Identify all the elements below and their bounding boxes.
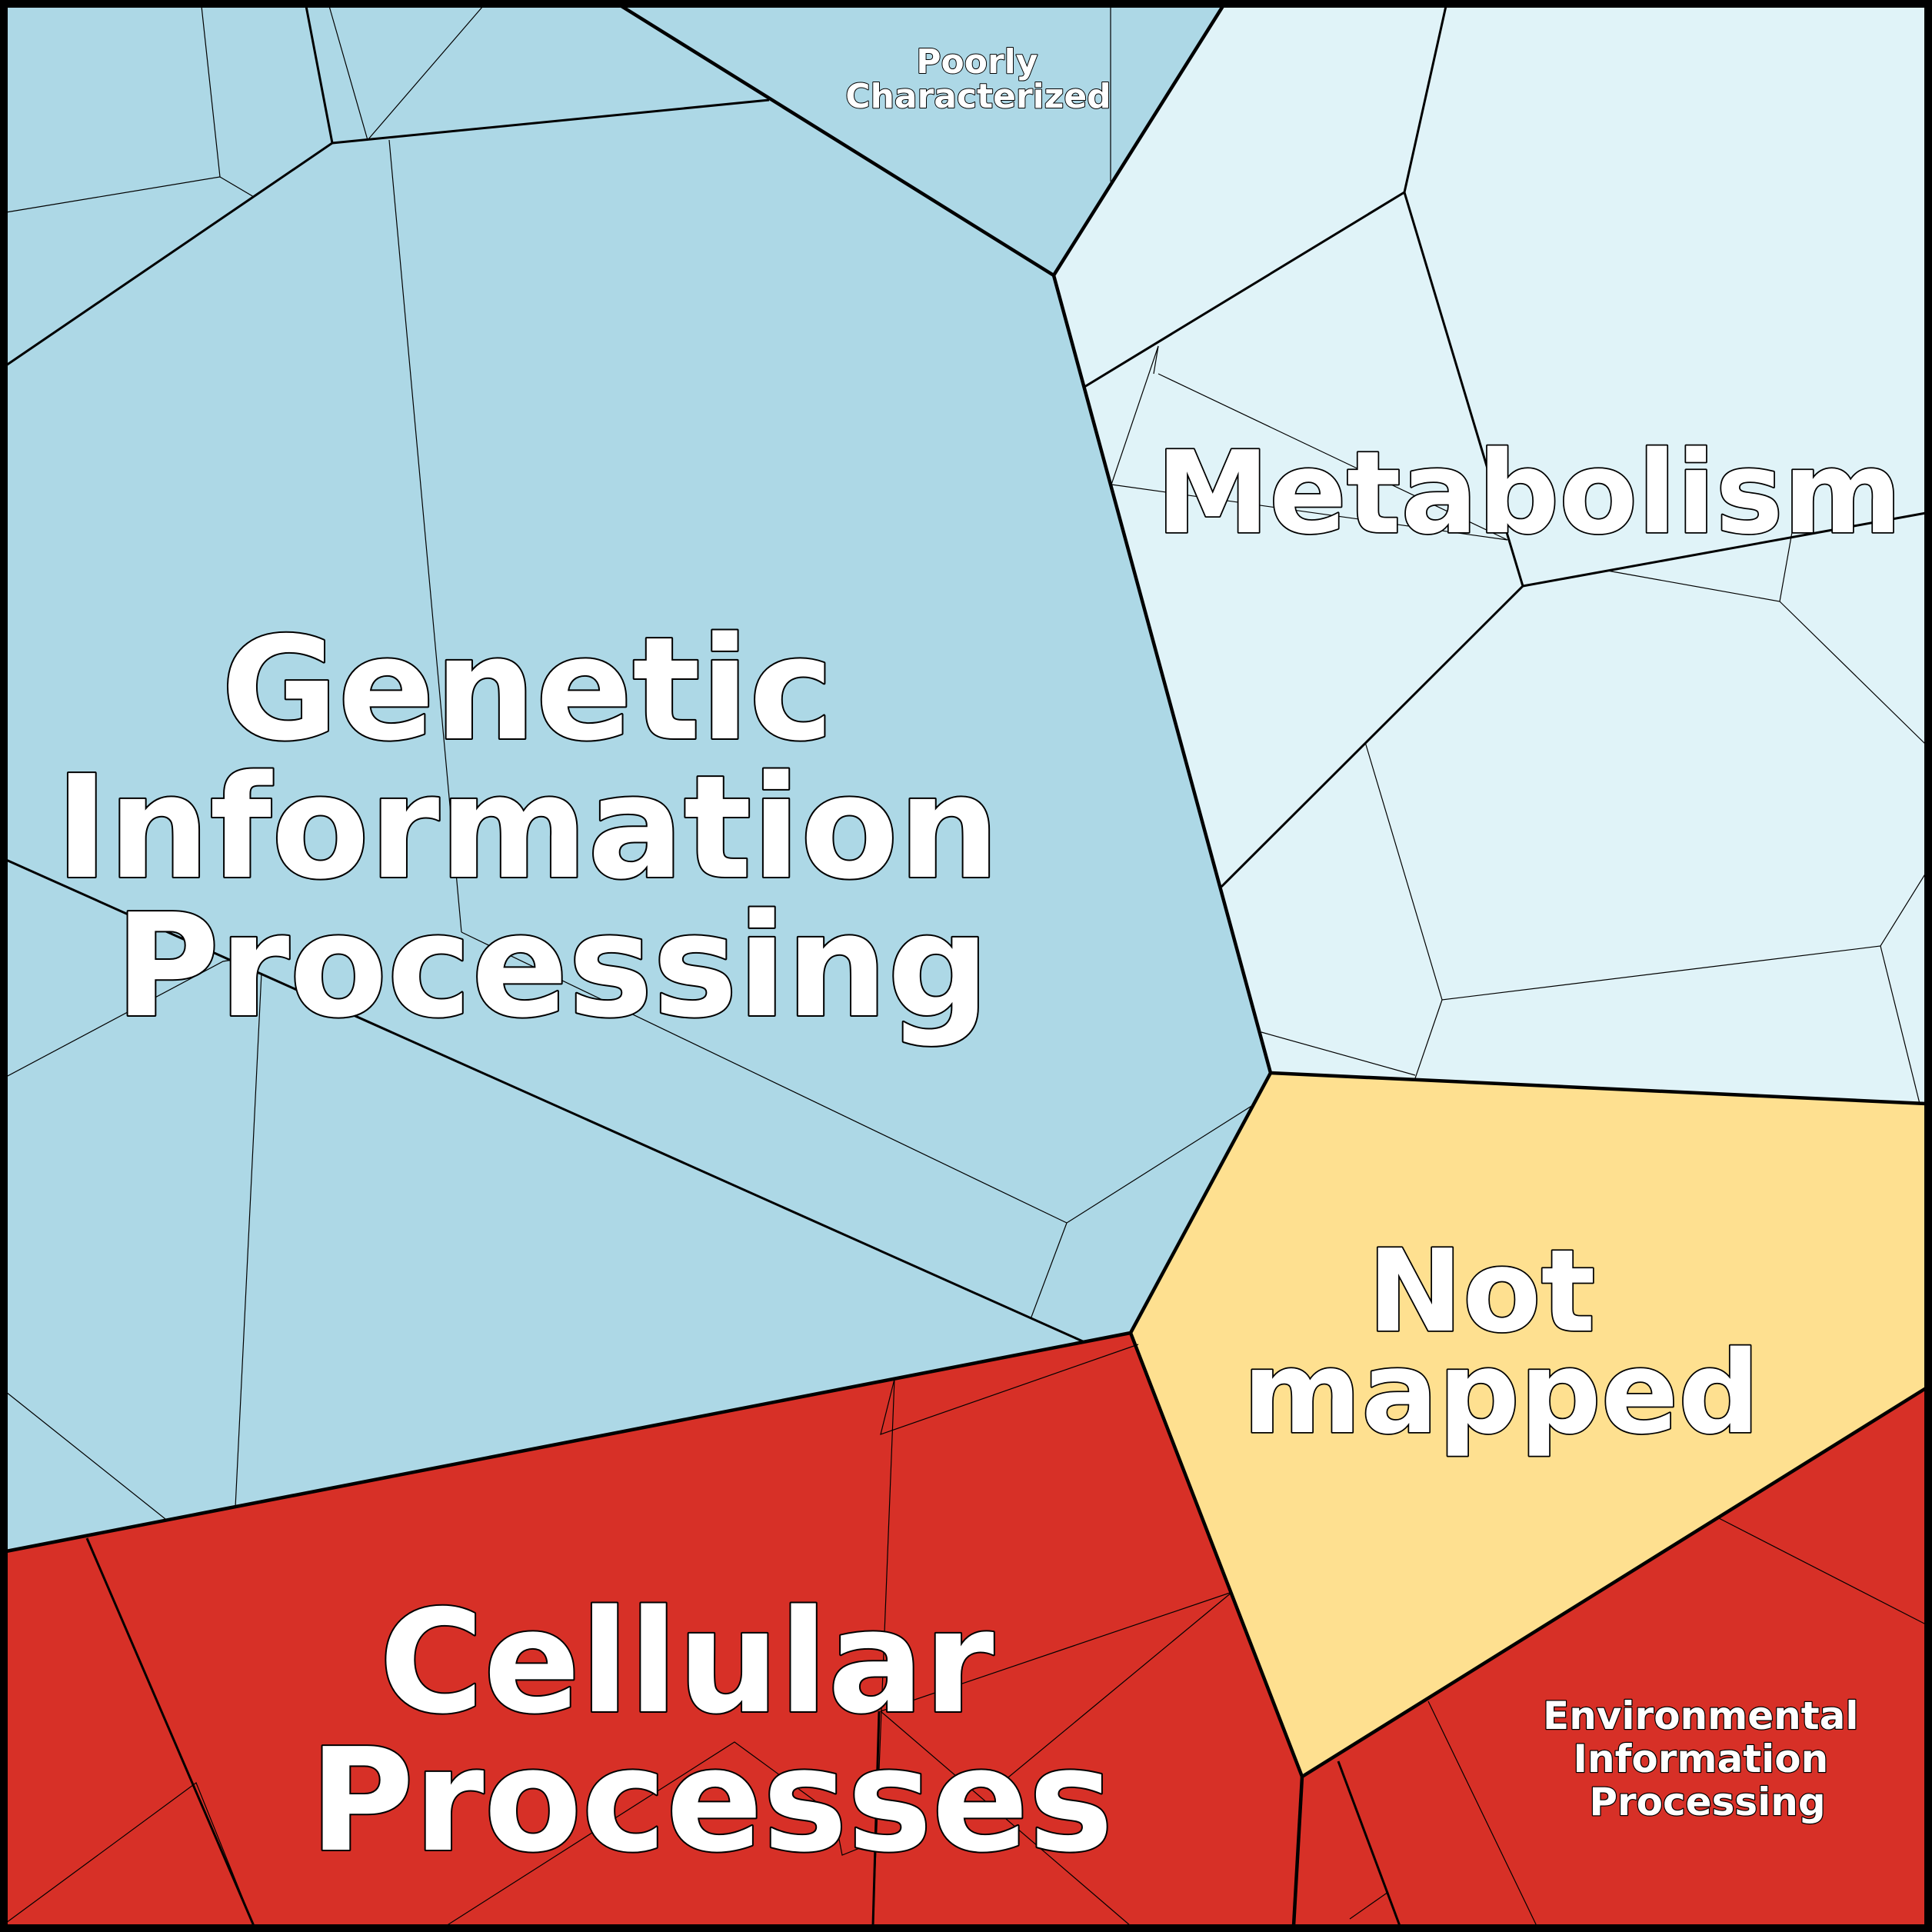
label-metabolism-line-1: Metabolism	[1156, 427, 1902, 559]
label-genetic-line-1: Genetic	[222, 606, 834, 772]
label-environmental-line-2: Information	[1573, 1737, 1828, 1781]
label-poorly-characterized: Poorly Characterized	[845, 42, 1111, 116]
label-genetic-line-3: Processing	[115, 883, 990, 1049]
label-cellular-processes: Cellular Processes	[310, 1579, 1114, 1884]
label-not-mapped-line-1: Not	[1367, 1225, 1595, 1357]
label-cellular-line-1: Cellular	[379, 1579, 994, 1745]
label-environmental-information-processing: Environmental Information Processing	[1543, 1694, 1872, 1824]
label-not-mapped-line-2: mapped	[1243, 1327, 1760, 1459]
label-poorly-line-1: Poorly	[916, 42, 1038, 82]
label-not-mapped: Not mapped	[1243, 1225, 1760, 1459]
label-environmental-line-1: Environmental	[1543, 1694, 1858, 1738]
category-boundaries	[5, 5, 1927, 1927]
cell-lines-metabolism	[1111, 345, 1927, 1104]
label-metabolism: Metabolism	[1156, 427, 1902, 559]
region-not-mapped	[1131, 1073, 1926, 1777]
subgroup-borders	[5, 5, 1927, 1927]
region-genetic-information-processing	[6, 6, 1271, 1551]
label-cellular-line-2: Processes	[310, 1717, 1114, 1884]
region-environmental-information-processing	[1294, 1388, 1926, 1926]
label-genetic-line-2: Information	[55, 744, 1000, 911]
cell-lines-environmental	[1349, 1517, 1927, 1927]
label-environmental-line-3: Processing	[1589, 1780, 1825, 1824]
label-genetic-information-processing: Genetic Information Processing	[55, 606, 1049, 1049]
region-cellular-processes	[6, 1333, 1302, 1926]
label-poorly-line-2: Characterized	[845, 77, 1111, 116]
region-metabolism	[1054, 6, 1926, 1104]
